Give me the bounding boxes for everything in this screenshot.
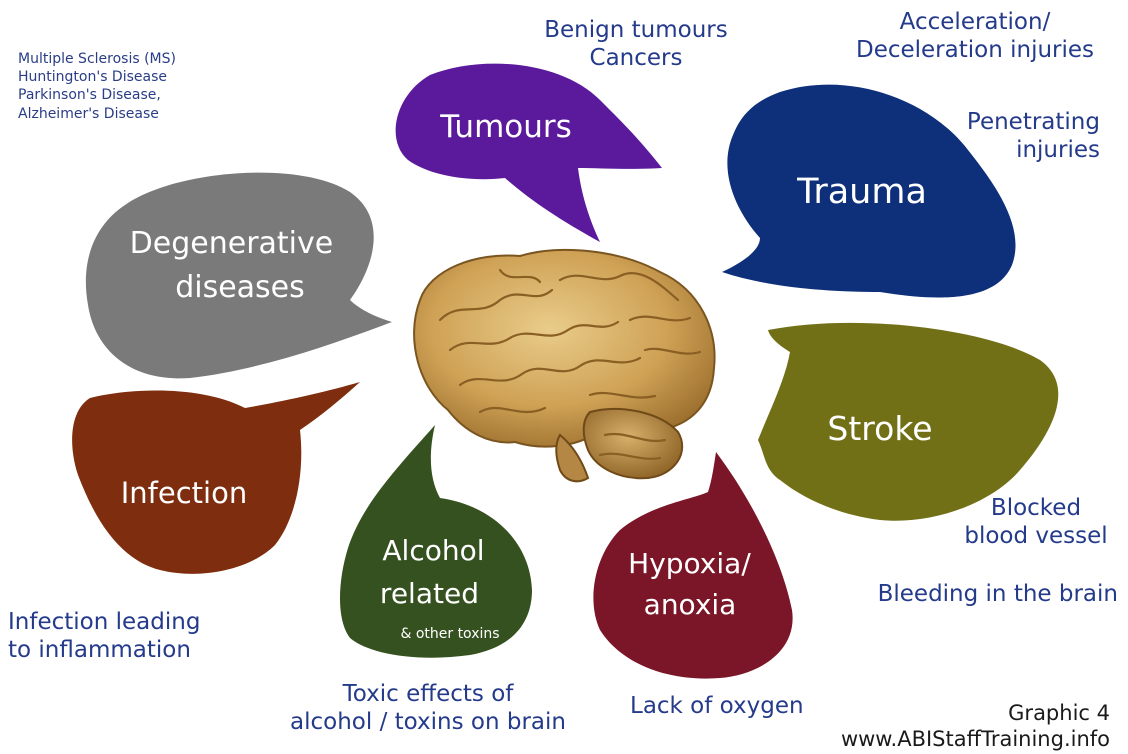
trauma-penetrating-line-1: Penetrating [967, 108, 1100, 136]
stroke-bleeding-note: Bleeding in the brain [878, 580, 1118, 608]
hypoxia-note-line: Lack of oxygen [630, 692, 804, 720]
website-link: www.ABIStaffTraining.info [841, 726, 1110, 752]
degenerative-example-1: Multiple Sclerosis (MS) [18, 50, 176, 68]
graphic-credit: Graphic 4 www.ABIStaffTraining.info [841, 700, 1110, 753]
stroke-bleeding-line: Bleeding in the brain [878, 580, 1118, 608]
hypoxia-label-line-2: anoxia [644, 588, 737, 621]
infection-note-line-2: to inflammation [8, 636, 200, 664]
infection-label-line: Infection [121, 476, 247, 510]
infection-label: Infection [121, 476, 247, 510]
infection-inflammation-note: Infection leading to inflammation [8, 608, 200, 664]
alcohol-note-line-2: alcohol / toxins on brain [258, 708, 598, 736]
alcohol-bubble: Alcohol related & other toxins [340, 425, 532, 658]
tumours-type-1: Benign tumours [520, 16, 752, 44]
alcohol-note-line-1: Toxic effects of [258, 680, 598, 708]
degenerative-label-line-1: Degenerative [130, 226, 334, 261]
stroke-bubble: Stroke [758, 323, 1058, 521]
trauma-acceleration-note: Acceleration/ Deceleration injuries [830, 8, 1120, 64]
degenerative-label-line-2: diseases [175, 270, 305, 305]
trauma-label: Trauma [796, 172, 927, 212]
degenerative-example-4: Alzheimer's Disease [18, 105, 176, 123]
tumours-type-2: Cancers [520, 44, 752, 72]
alcohol-label-line-3: & other toxins [400, 626, 499, 642]
trauma-label-line: Trauma [796, 172, 927, 212]
tumours-bubble: Tumours [396, 64, 662, 242]
tumours-types-note: Benign tumours Cancers [520, 16, 752, 72]
degenerative-example-2: Huntington's Disease [18, 68, 176, 86]
tumours-label: Tumours [439, 109, 572, 145]
degenerative-bubble: Degenerative diseases [86, 173, 392, 379]
tumours-shape [396, 64, 662, 242]
stroke-blocked-line-1: Blocked [948, 494, 1124, 522]
tumours-label-line: Tumours [439, 109, 572, 145]
hypoxia-bubble: Hypoxia/ anoxia [593, 452, 792, 679]
degenerative-examples-list: Multiple Sclerosis (MS) Huntington's Dis… [18, 50, 176, 123]
stroke-label: Stroke [827, 409, 932, 448]
alcohol-label-line-2: related [380, 577, 479, 610]
stroke-label-line: Stroke [827, 409, 932, 448]
trauma-penetrating-line-2: injuries [967, 136, 1100, 164]
hypoxia-label-line-1: Hypoxia/ [628, 547, 751, 580]
trauma-acceleration-line-1: Acceleration/ [830, 8, 1120, 36]
stroke-blocked-note: Blocked blood vessel [948, 494, 1124, 550]
trauma-acceleration-line-2: Deceleration injuries [830, 36, 1120, 64]
alcohol-toxic-effects-note: Toxic effects of alcohol / toxins on bra… [258, 680, 598, 736]
infection-note-line-1: Infection leading [8, 608, 200, 636]
hypoxia-oxygen-note: Lack of oxygen [630, 692, 804, 720]
graphic-number: Graphic 4 [841, 700, 1110, 726]
brain-cerebrum [414, 250, 714, 447]
alcohol-label-line-1: Alcohol [382, 534, 484, 567]
degenerative-example-3: Parkinson's Disease, [18, 86, 176, 104]
stroke-blocked-line-2: blood vessel [948, 522, 1124, 550]
brain-icon [414, 250, 714, 481]
trauma-penetrating-note: Penetrating injuries [967, 108, 1100, 164]
infection-bubble: Infection [72, 382, 360, 574]
